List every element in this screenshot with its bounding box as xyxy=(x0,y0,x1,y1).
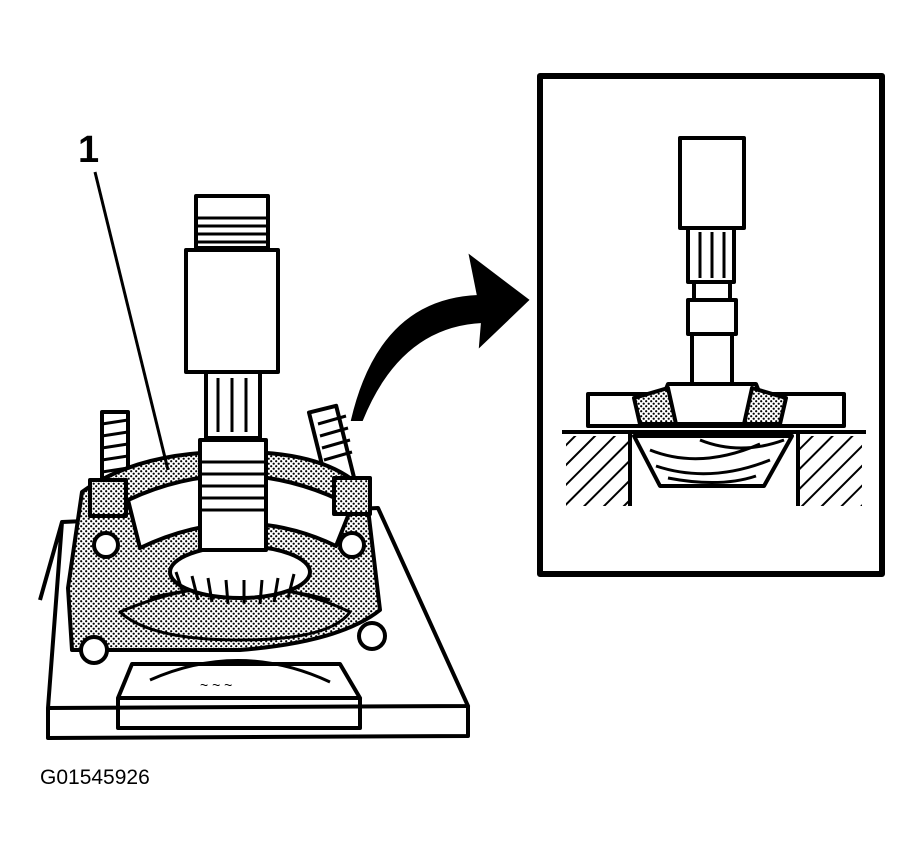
detail-inset xyxy=(537,73,885,577)
callout-leader xyxy=(93,171,170,471)
press-ram xyxy=(184,194,280,552)
press-assembly: ~ ~ ~ xyxy=(38,171,470,740)
callout-number: 1 xyxy=(78,129,99,171)
svg-text:~ ~ ~: ~ ~ ~ xyxy=(200,677,232,693)
figure-id: G01545926 xyxy=(40,766,150,789)
right-threaded-rod xyxy=(306,403,358,491)
curved-arrow-icon xyxy=(350,253,530,421)
